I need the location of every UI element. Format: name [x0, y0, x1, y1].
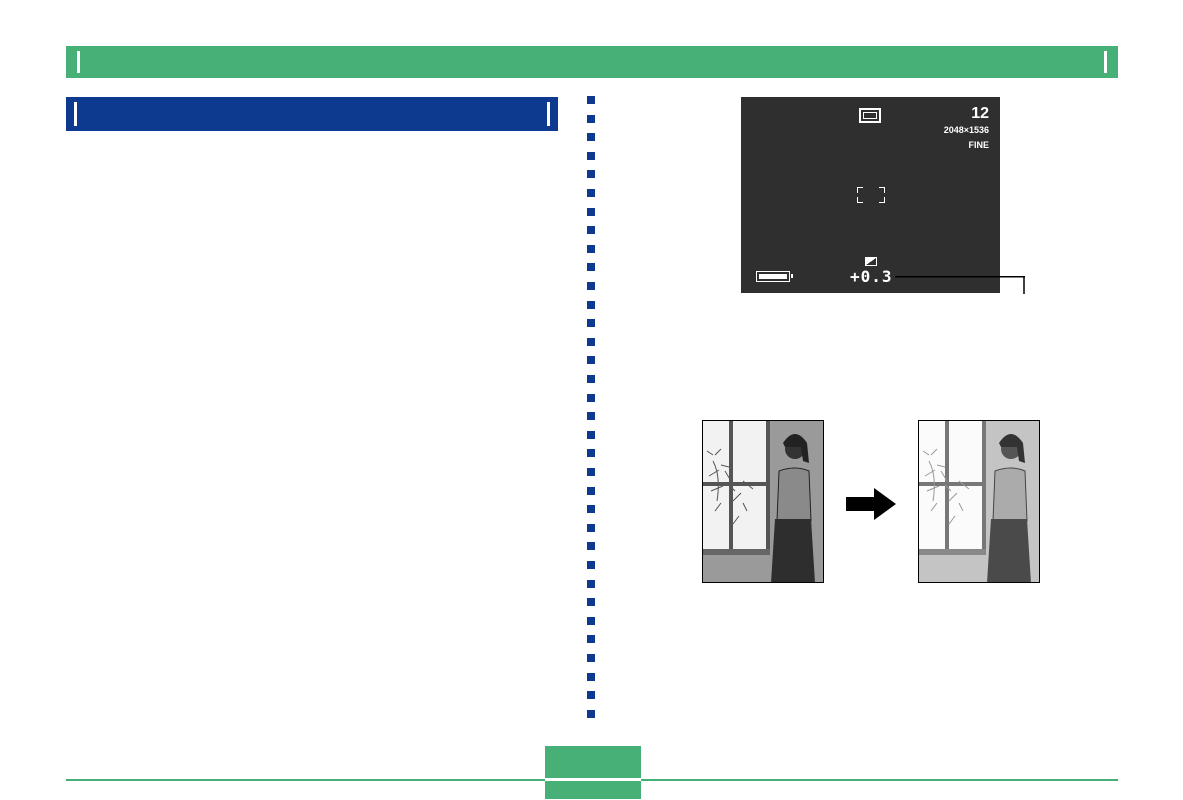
single-shot-mode-icon — [859, 108, 881, 123]
divider-dot — [587, 115, 595, 123]
shots-remaining: 12 — [971, 105, 989, 122]
divider-dot — [587, 654, 595, 662]
header-bar-notch-left — [77, 51, 80, 73]
divider-dot — [587, 468, 595, 476]
divider-dot — [587, 580, 595, 588]
section-heading-bar — [66, 97, 558, 131]
section-bar-notch-left — [74, 102, 77, 126]
divider-dot — [587, 617, 595, 625]
example-photo-before — [702, 420, 824, 583]
right-arrow-icon — [846, 488, 896, 520]
divider-dot — [587, 356, 595, 364]
divider-dot — [587, 263, 595, 271]
divider-dot — [587, 635, 595, 643]
divider-dot — [587, 710, 595, 718]
divider-dot — [587, 394, 595, 402]
divider-dot — [587, 487, 595, 495]
divider-dot — [587, 338, 595, 346]
divider-dot — [587, 208, 595, 216]
divider-dot — [587, 673, 595, 681]
divider-dot — [587, 282, 595, 290]
divider-dot — [587, 412, 595, 420]
example-photo-after — [918, 420, 1040, 583]
battery-icon — [756, 271, 793, 282]
section-bar-notch-right — [547, 102, 550, 126]
divider-dot — [587, 319, 595, 327]
divider-dot — [587, 561, 595, 569]
divider-dot — [587, 226, 595, 234]
header-bar-notch-right — [1104, 51, 1107, 73]
camera-lcd-monitor: 12 2048×1536 FINE +0.3 — [741, 97, 1000, 293]
divider-dot — [587, 505, 595, 513]
image-quality: FINE — [968, 140, 989, 150]
ev-shift-value: +0.3 — [850, 267, 893, 286]
ev-shift-icon — [865, 257, 877, 266]
page-tab-gap — [545, 778, 641, 781]
divider-dot — [587, 189, 595, 197]
divider-dot — [587, 245, 595, 253]
column-divider — [587, 96, 597, 736]
divider-dot — [587, 133, 595, 141]
page-number-tab — [545, 746, 641, 799]
divider-dot — [587, 691, 595, 699]
divider-dot — [587, 524, 595, 532]
image-resolution: 2048×1536 — [943, 125, 989, 135]
divider-dot — [587, 375, 595, 383]
header-bar — [66, 46, 1118, 78]
divider-dot — [587, 170, 595, 178]
divider-dot — [587, 96, 595, 104]
focus-frame-icon — [857, 187, 885, 203]
divider-dot — [587, 542, 595, 550]
divider-dot — [587, 152, 595, 160]
divider-dot — [587, 449, 595, 457]
ev-value-callout-line — [895, 276, 1025, 294]
divider-dot — [587, 598, 595, 606]
divider-dot — [587, 431, 595, 439]
divider-dot — [587, 301, 595, 309]
